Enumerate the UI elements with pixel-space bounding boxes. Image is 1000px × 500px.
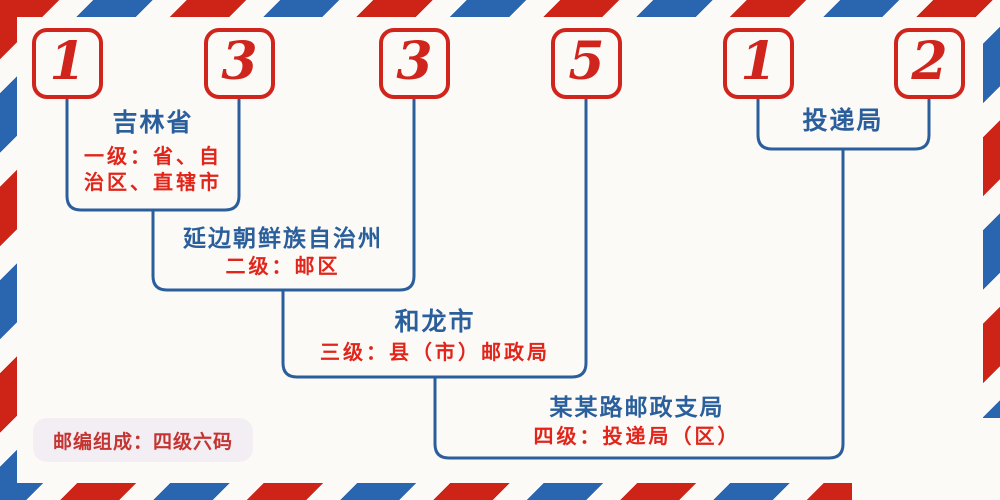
postal-digit-box-4: 5 [551, 28, 622, 99]
postal-digit: 2 [911, 30, 948, 92]
postal-digit-box-3: 3 [379, 28, 450, 99]
postal-code-composition-note: 邮编组成：四级六码 [33, 418, 253, 462]
connector-delivery-office [756, 97, 931, 151]
postal-digit-box-5: 1 [723, 28, 794, 99]
level-1-place: 吉林省 [112, 109, 194, 137]
level-3-place: 和龙市 [394, 308, 476, 336]
postal-code-composition-text: 邮编组成：四级六码 [52, 431, 233, 453]
postal-digit: 1 [740, 30, 777, 92]
inner-panel [17, 17, 983, 483]
postal-digit: 1 [49, 30, 86, 92]
level-4-description: 四级：投递局（区） [533, 426, 741, 448]
postal-digit: 3 [221, 30, 258, 92]
postal-digit: 5 [568, 30, 605, 92]
border-gap-bottom-right [852, 418, 1000, 500]
level-1-description: 一级：省、自治区、直辖市 [84, 146, 222, 194]
level-2-place: 延边朝鲜族自治州 [183, 225, 383, 251]
level-2-description: 二级：邮区 [225, 256, 341, 278]
postal-digit-box-2: 3 [204, 28, 275, 99]
level-3-description: 三级：县（市）邮政局 [320, 342, 550, 364]
postal-digit-box-6: 2 [894, 28, 965, 99]
delivery-office-label: 投递局 [802, 107, 884, 135]
connector-level-4 [433, 149, 845, 460]
postal-digit-box-1: 1 [32, 28, 103, 99]
level-4-place: 某某路邮政支局 [549, 394, 725, 420]
postal-digit: 3 [396, 30, 433, 92]
